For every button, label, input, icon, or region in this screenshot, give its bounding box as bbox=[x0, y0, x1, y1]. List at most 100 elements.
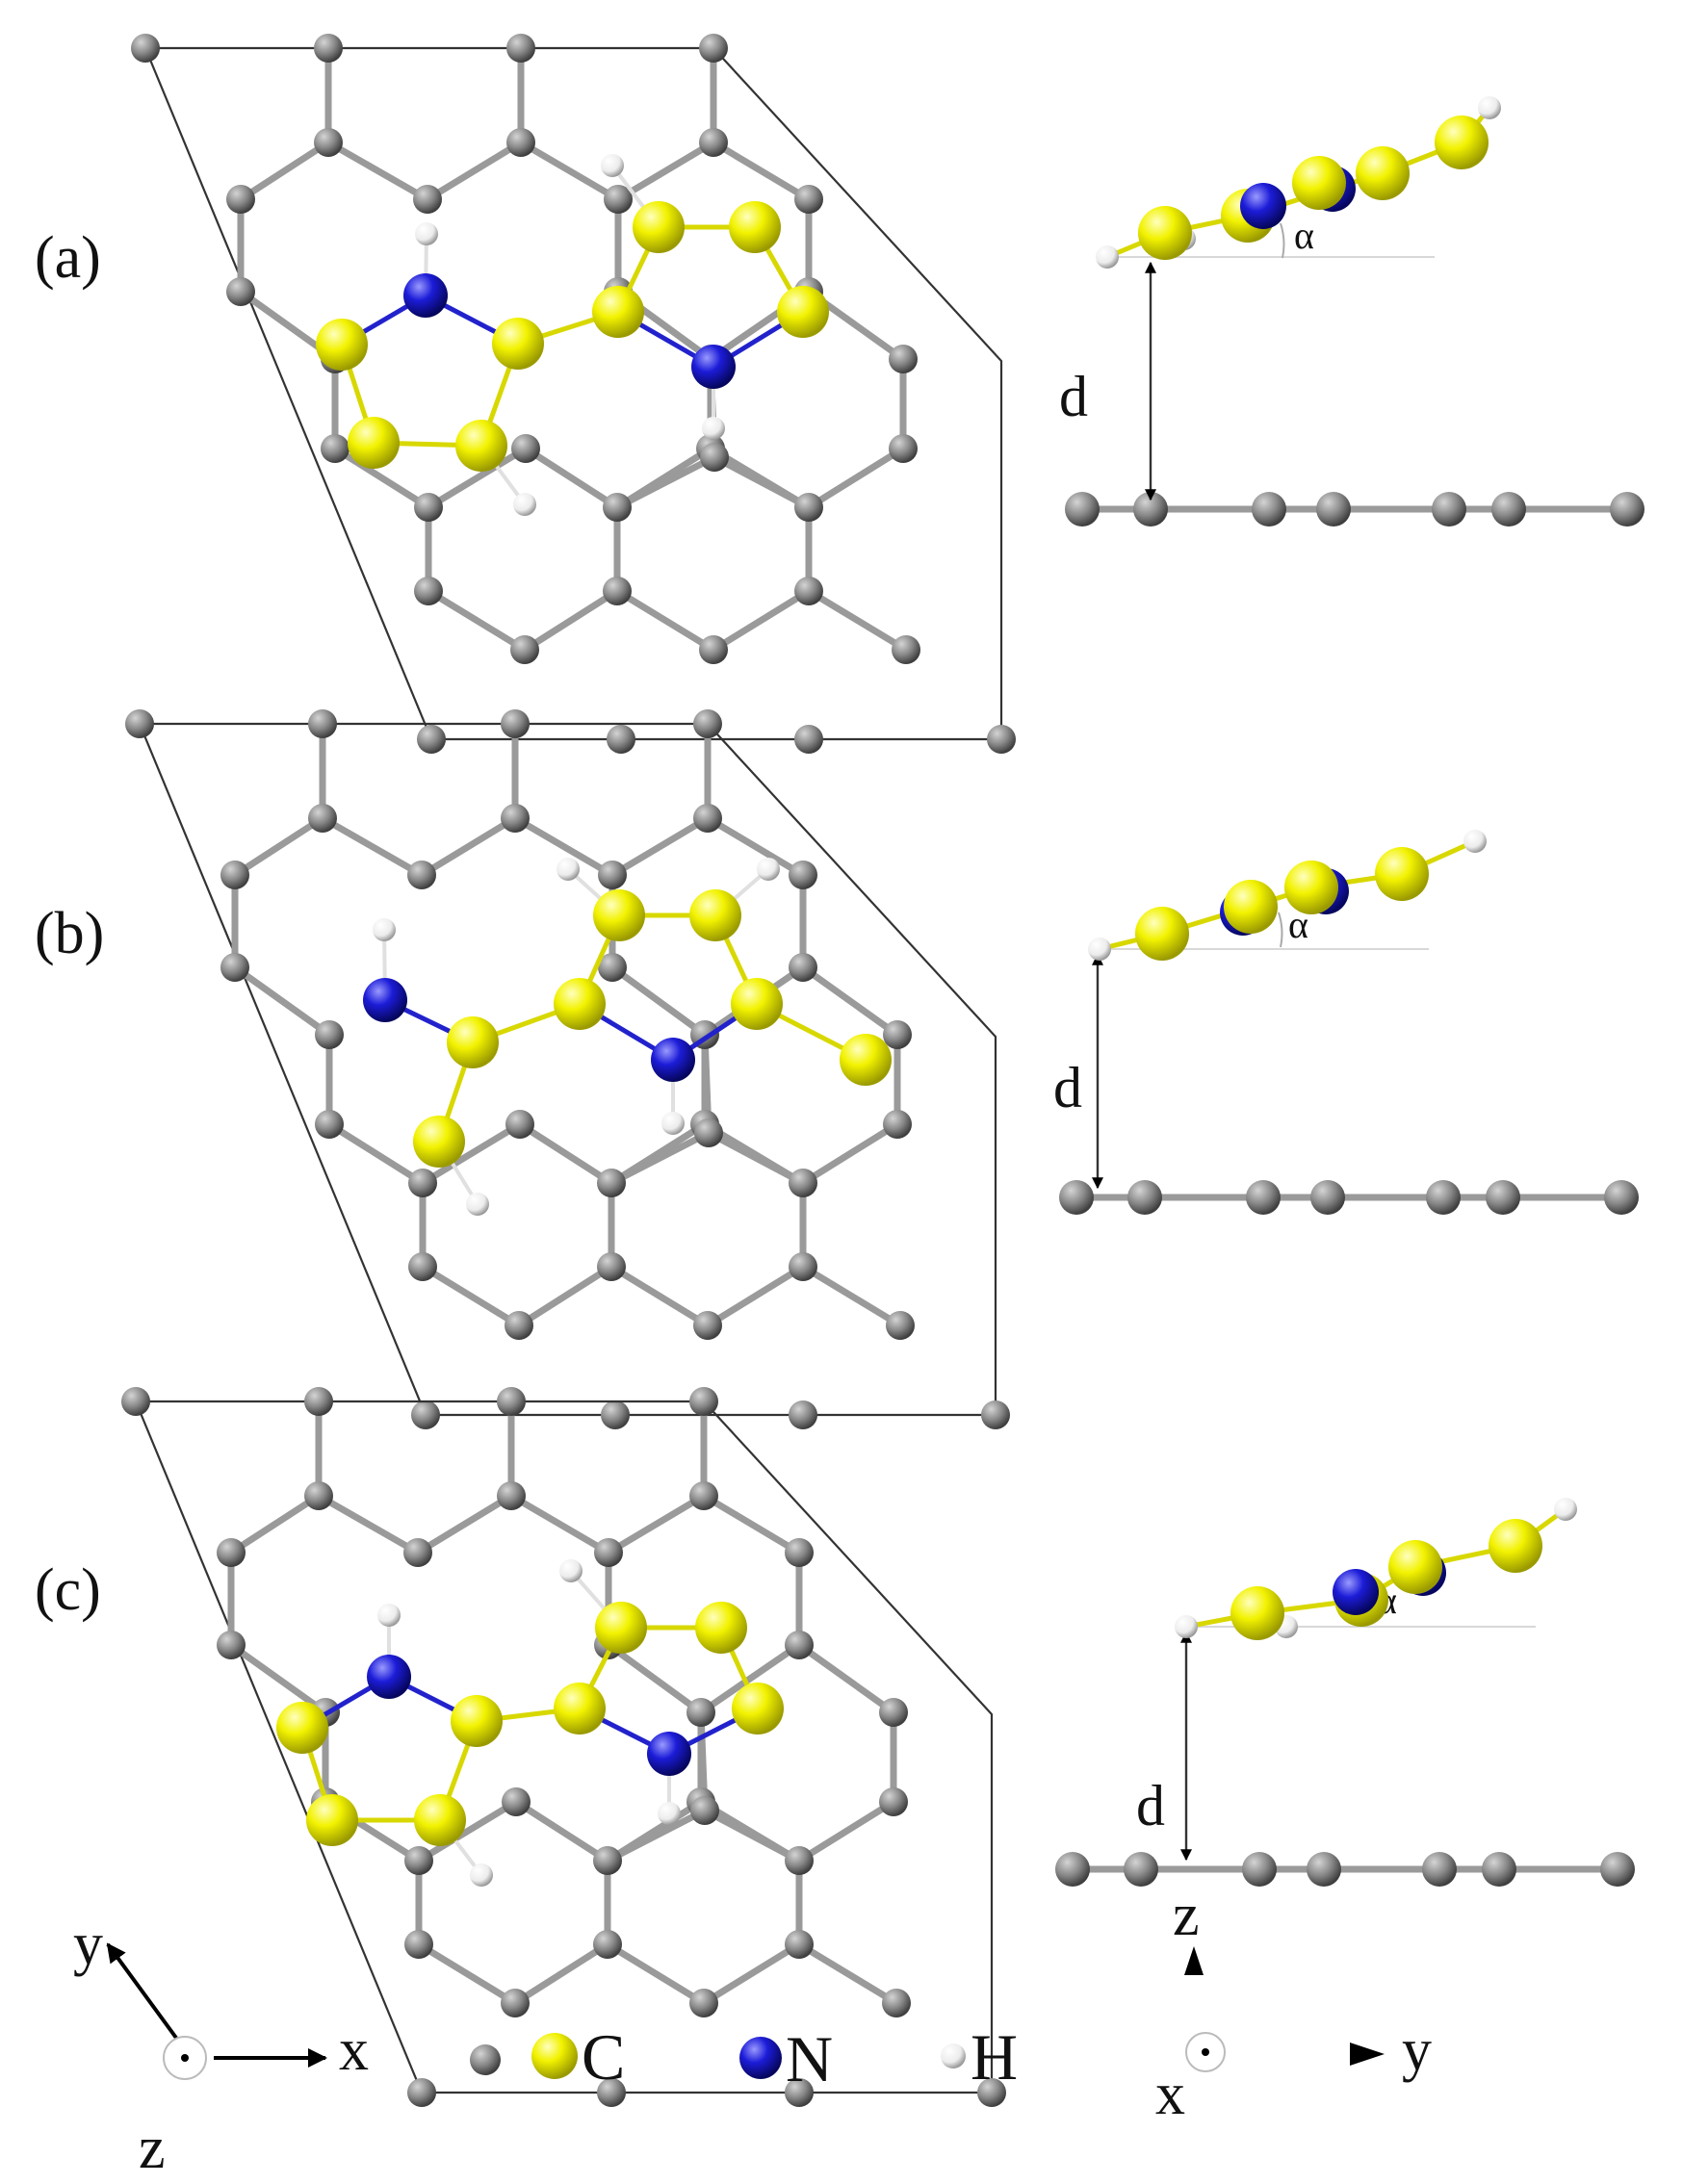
graphene-carbon-atom bbox=[603, 577, 632, 605]
graphene-carbon-atom bbox=[601, 1400, 630, 1429]
graphene-carbon-atom bbox=[987, 725, 1016, 754]
graphene-carbon-atom bbox=[417, 725, 446, 754]
graphene-carbon-atom bbox=[1065, 492, 1100, 527]
graphene-carbon-atom bbox=[794, 725, 823, 754]
nitrogen-atom bbox=[1333, 1569, 1379, 1615]
adsorbate-carbon-atom bbox=[455, 420, 507, 472]
z-axis-label: z bbox=[139, 2116, 166, 2181]
legend-label-n: N bbox=[786, 2022, 833, 2095]
adsorbate-carbon-atom bbox=[306, 1794, 358, 1846]
graphene-carbon-atom bbox=[414, 577, 443, 605]
graphene-carbon-atom bbox=[308, 709, 337, 738]
hydrogen-atom bbox=[601, 154, 624, 177]
graphene-bond bbox=[425, 445, 530, 511]
graphene-carbon-atom bbox=[1055, 1852, 1090, 1887]
adsorbate-carbon-atom bbox=[840, 1034, 892, 1086]
graphene-carbon-atom bbox=[1242, 1852, 1277, 1887]
panel-label: (c) bbox=[35, 1557, 101, 1623]
graphene-carbon-atom bbox=[686, 1698, 715, 1727]
hydrogen-atom bbox=[557, 858, 580, 881]
graphene-bond bbox=[315, 1492, 422, 1556]
side-view: dα bbox=[1059, 96, 1644, 527]
graphene-bond bbox=[608, 814, 712, 879]
graphene-bond bbox=[805, 587, 910, 654]
graphene-bond bbox=[795, 1641, 897, 1716]
graphene-carbon-atom bbox=[1426, 1180, 1461, 1215]
top-view-axes: y x z bbox=[73, 1912, 369, 2181]
graphene-carbon-atom bbox=[404, 1930, 433, 1959]
adsorbate-carbon-atom bbox=[1230, 1586, 1284, 1640]
graphene-bond bbox=[608, 1263, 712, 1329]
graphene-bond bbox=[325, 1120, 427, 1187]
graphene-bond bbox=[605, 1641, 705, 1716]
hydrogen-atom bbox=[466, 1193, 489, 1216]
graphene-carbon-atom bbox=[1486, 1180, 1520, 1215]
graphene-bond bbox=[415, 1798, 520, 1864]
graphene-bond bbox=[799, 1263, 904, 1329]
graphene-bond bbox=[604, 1940, 708, 2007]
adsorbate-carbon-atom bbox=[1292, 156, 1346, 210]
graphene-bond bbox=[324, 139, 431, 203]
adsorbate-carbon-atom bbox=[1435, 116, 1489, 169]
y-axis-label: y bbox=[73, 1912, 103, 1977]
adsorbate-carbon-atom bbox=[1284, 861, 1338, 914]
graphene-bond bbox=[319, 814, 426, 879]
graphene-carbon-atom bbox=[1127, 1180, 1162, 1215]
adsorbate-carbon-atom bbox=[777, 286, 829, 338]
panel-label: (b) bbox=[35, 901, 104, 966]
graphene-carbon-atom bbox=[404, 1846, 433, 1875]
adsorbate-carbon-atom bbox=[633, 201, 685, 253]
nitrogen-atom bbox=[403, 273, 448, 318]
adsorbate-carbon-atom bbox=[1224, 880, 1278, 934]
adsorbate-carbon-atom bbox=[595, 1602, 647, 1654]
hydrogen-atom bbox=[702, 417, 725, 440]
graphene-carbon-atom bbox=[314, 34, 343, 63]
graphene-carbon-atom bbox=[604, 185, 633, 214]
side-view-axes: z x y bbox=[1155, 1883, 1432, 2127]
adsorbate-carbon-atom bbox=[729, 201, 781, 253]
graphene-bond bbox=[700, 1940, 803, 2007]
graphene-carbon-atom bbox=[694, 1118, 723, 1147]
graphene-carbon-atom bbox=[593, 1846, 622, 1875]
side-view: dα bbox=[1055, 1498, 1635, 1887]
graphene-carbon-atom bbox=[1124, 1852, 1158, 1887]
graphene-carbon-atom bbox=[785, 1846, 814, 1875]
graphene-carbon-atom bbox=[977, 2078, 1006, 2107]
element-legend: C N H bbox=[470, 2020, 1018, 2095]
graphene-bond bbox=[231, 814, 326, 879]
graphene-carbon-atom bbox=[321, 434, 350, 463]
hydrogen-atom bbox=[1088, 938, 1111, 961]
adsorbate-carbon-atom bbox=[1135, 907, 1189, 961]
graphene-bond bbox=[237, 139, 332, 203]
nitrogen-atom bbox=[363, 978, 407, 1022]
graphene-carbon-atom bbox=[502, 1787, 531, 1816]
graphene-bond bbox=[604, 1807, 709, 1864]
graphene-carbon-atom bbox=[789, 1252, 817, 1281]
graphene-carbon-atom bbox=[886, 1311, 915, 1340]
graphene-carbon-atom bbox=[411, 1400, 440, 1429]
graphene-carbon-atom bbox=[407, 2078, 436, 2107]
graphene-carbon-atom bbox=[794, 185, 823, 214]
graphene-carbon-atom bbox=[597, 2078, 626, 2107]
graphene-bond bbox=[231, 964, 333, 1039]
graphene-carbon-atom bbox=[506, 128, 535, 157]
graphene-carbon-atom bbox=[689, 1989, 718, 2017]
graphene-carbon-atom bbox=[789, 1400, 817, 1429]
graphene-carbon-atom bbox=[879, 1787, 908, 1816]
graphene-bond bbox=[227, 1492, 323, 1556]
graphene-bond bbox=[613, 453, 718, 511]
graphene-bond bbox=[795, 1798, 897, 1864]
graphene-carbon-atom bbox=[785, 1930, 814, 1959]
graphene-bond bbox=[704, 1263, 807, 1329]
graphene-carbon-atom bbox=[226, 277, 255, 306]
graphene-bond bbox=[424, 139, 525, 203]
adsorbate-carbon-atom bbox=[316, 319, 368, 371]
graphene-carbon-atom bbox=[501, 1989, 530, 2017]
hydrogen-atom bbox=[757, 858, 780, 881]
panel-a: (a) dα bbox=[35, 34, 1644, 754]
graphene-bond bbox=[799, 964, 901, 1039]
graphene-bond bbox=[418, 814, 519, 879]
graphene-carbon-atom bbox=[506, 34, 535, 63]
hydrogen-atom bbox=[1478, 96, 1501, 119]
